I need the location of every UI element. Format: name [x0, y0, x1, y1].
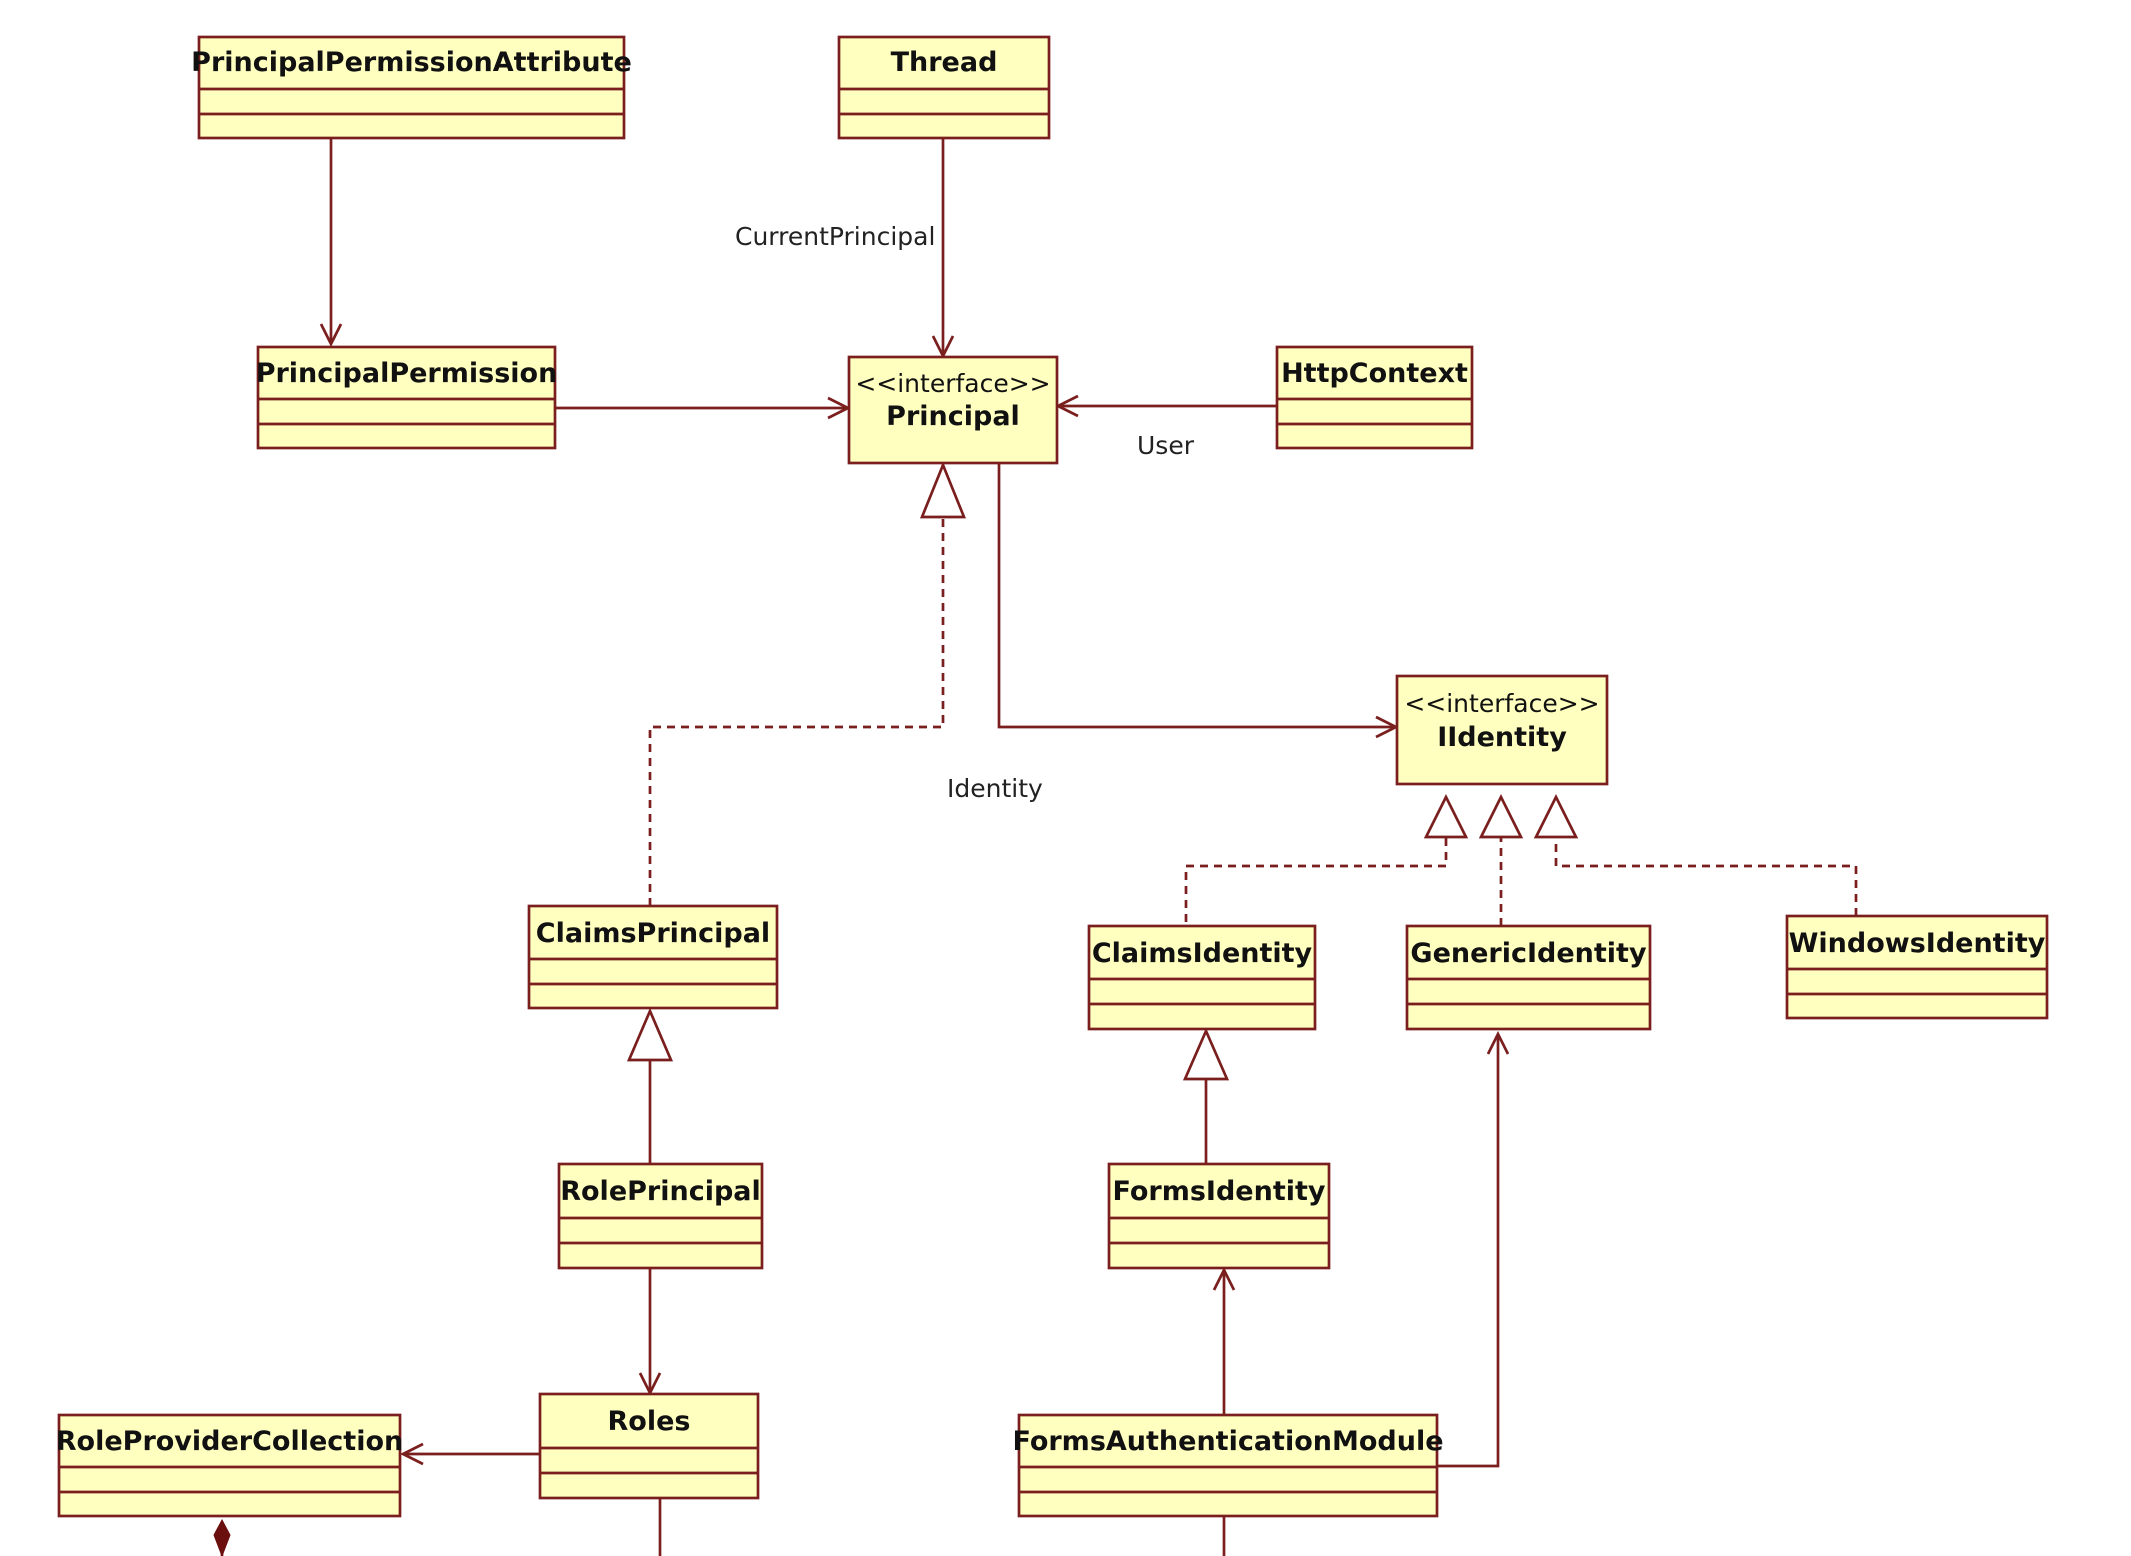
class-principal-permission-attribute[interactable]: PrincipalPermissionAttribute	[191, 35, 632, 140]
arrow-head-roleprovidercollection	[399, 1442, 424, 1466]
realization-arrow-iidentity-1	[1423, 793, 1469, 839]
arrow-head-formsidentity	[1212, 1266, 1236, 1291]
label-user: User	[1137, 431, 1195, 460]
edge-windowsidentity-realizes-iidentity	[1554, 837, 1858, 916]
realization-arrow-principal	[919, 461, 967, 519]
arrow-head-genericidentity	[1486, 1030, 1510, 1055]
edge-formsauthmodule-to-genericidentity	[1437, 1034, 1500, 1468]
class-name: HttpContext	[1281, 358, 1468, 389]
class-name: GenericIdentity	[1410, 938, 1647, 969]
class-name: RoleProviderCollection	[56, 1426, 404, 1457]
label-current-principal: CurrentPrincipal	[735, 222, 935, 251]
class-name: Thread	[891, 47, 998, 78]
class-name: ClaimsPrincipal	[536, 918, 770, 949]
class-name: ClaimsIdentity	[1092, 938, 1313, 969]
stereotype-label: <<interface>>	[855, 369, 1050, 398]
class-forms-authentication-module[interactable]: FormsAuthenticationModule	[1012, 1413, 1444, 1518]
class-name: IIdentity	[1437, 722, 1567, 753]
class-name: WindowsIdentity	[1789, 928, 2046, 959]
edge-principal-to-iidentity	[997, 463, 1396, 729]
class-thread[interactable]: Thread	[837, 35, 1051, 140]
class-http-context[interactable]: HttpContext	[1275, 345, 1474, 450]
class-claims-identity[interactable]: ClaimsIdentity	[1087, 924, 1317, 1031]
class-generic-identity[interactable]: GenericIdentity	[1405, 924, 1652, 1031]
stereotype-label: <<interface>>	[1404, 689, 1599, 718]
label-identity: Identity	[947, 774, 1043, 803]
realization-arrow-iidentity-3	[1533, 793, 1579, 839]
composition-diamond	[213, 1518, 231, 1556]
generalization-arrow-claimsprincipal	[626, 1007, 674, 1062]
class-name: Roles	[608, 1406, 691, 1437]
generalization-arrow-claimsidentity	[1182, 1027, 1230, 1081]
realization-arrow-iidentity-2	[1478, 793, 1524, 839]
class-name: FormsIdentity	[1113, 1176, 1326, 1207]
class-name: FormsAuthenticationModule	[1012, 1426, 1443, 1457]
class-principal[interactable]: <<interface>> Principal	[847, 355, 1059, 465]
class-claims-principal[interactable]: ClaimsPrincipal	[527, 904, 779, 1010]
edge-claimsprincipal-realizes-principal	[648, 517, 945, 906]
class-name: PrincipalPermissionAttribute	[191, 47, 632, 78]
edge-claimsidentity-realizes-iidentity	[1184, 837, 1448, 936]
class-principal-permission[interactable]: PrincipalPermission	[256, 345, 558, 450]
class-role-principal[interactable]: RolePrincipal	[557, 1162, 764, 1270]
class-name: Principal	[886, 401, 1020, 432]
class-forms-identity[interactable]: FormsIdentity	[1107, 1162, 1331, 1270]
class-name: RolePrincipal	[560, 1176, 761, 1207]
class-iidentity[interactable]: <<interface>> IIdentity	[1395, 674, 1609, 786]
class-windows-identity[interactable]: WindowsIdentity	[1785, 914, 2049, 1020]
class-name: PrincipalPermission	[256, 358, 558, 389]
class-role-provider-collection[interactable]: RoleProviderCollection	[56, 1413, 404, 1518]
arrow-head-permission	[319, 323, 343, 348]
class-roles[interactable]: Roles	[538, 1392, 760, 1500]
